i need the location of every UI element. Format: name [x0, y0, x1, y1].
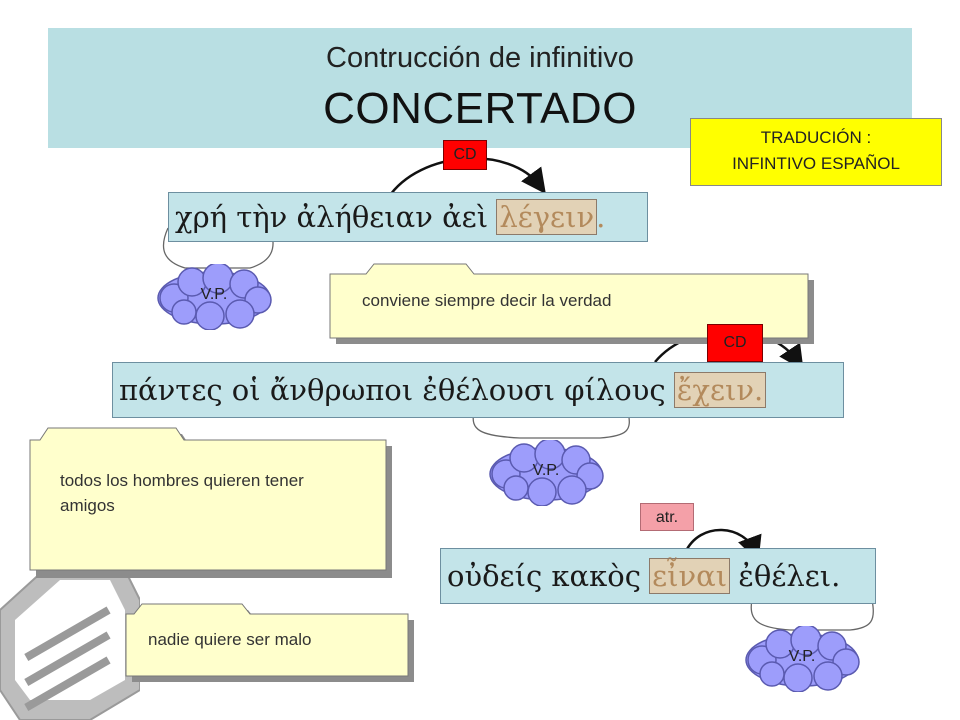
sentence-2-infinitive: ἔχειν.: [673, 372, 767, 408]
page-title: Contrucción de infinitivo: [326, 42, 634, 74]
sentence-3-infinitive: εἶναι: [649, 558, 731, 594]
translation-note: TRADUCIÓN : INFINTIVO ESPAÑOL: [690, 118, 942, 186]
note-line-1: TRADUCIÓN :: [760, 128, 872, 147]
sentence-2-text: πάντες οἱ ἄνθρωποι ἐθέλουσι φίλους: [119, 373, 675, 407]
arrow-3: [683, 528, 762, 562]
callout-3-bg: [125, 603, 414, 682]
vp-cloud-2: [489, 440, 604, 506]
greek-sentence-3: οὐδείς κακὸς εἶναι ἐθέλει.: [440, 548, 876, 604]
sentence-1-text: χρή τὴν ἀλήθειαν ἀεὶ: [175, 200, 498, 234]
sentence-3-tail: ἐθέλει.: [729, 559, 841, 593]
vp-label-3: V.P.: [788, 648, 816, 665]
greek-sentence-2: πάντες οἱ ἄνθρωποι ἐθέλουσι φίλους ἔχειν…: [112, 362, 844, 418]
brace-2: [472, 411, 630, 439]
cd-tag-1: CD: [443, 140, 487, 170]
callout-1-bg: [329, 263, 814, 344]
callout-2-bg: [29, 427, 392, 578]
translation-3: nadie quiere ser malo: [148, 630, 312, 649]
vp-cloud-3: [745, 626, 860, 692]
sentence-1-infinitive: λέγειν: [496, 199, 598, 235]
page-subtitle: CONCERTADO: [323, 84, 637, 133]
cd-tag-2: CD: [707, 324, 763, 362]
greek-sentence-1: χρή τὴν ἀλήθειαν ἀεὶ λέγειν.: [168, 192, 648, 242]
note-line-2: INFINTIVO ESPAÑOL: [732, 154, 900, 173]
vp-label-1: V.P.: [200, 286, 228, 303]
watermark-logo: [0, 559, 140, 720]
translation-1: conviene siempre decir la verdad: [362, 291, 612, 310]
sentence-3-text: οὐδείς κακὸς: [447, 559, 651, 593]
brace-3: [750, 599, 874, 631]
atr-tag: atr.: [640, 503, 694, 531]
sentence-1-tail: .: [596, 200, 606, 234]
vp-cloud-1: [157, 264, 272, 330]
translation-2: todos los hombres quieren tener amigos: [60, 471, 304, 515]
vp-label-2: V.P.: [532, 462, 560, 479]
